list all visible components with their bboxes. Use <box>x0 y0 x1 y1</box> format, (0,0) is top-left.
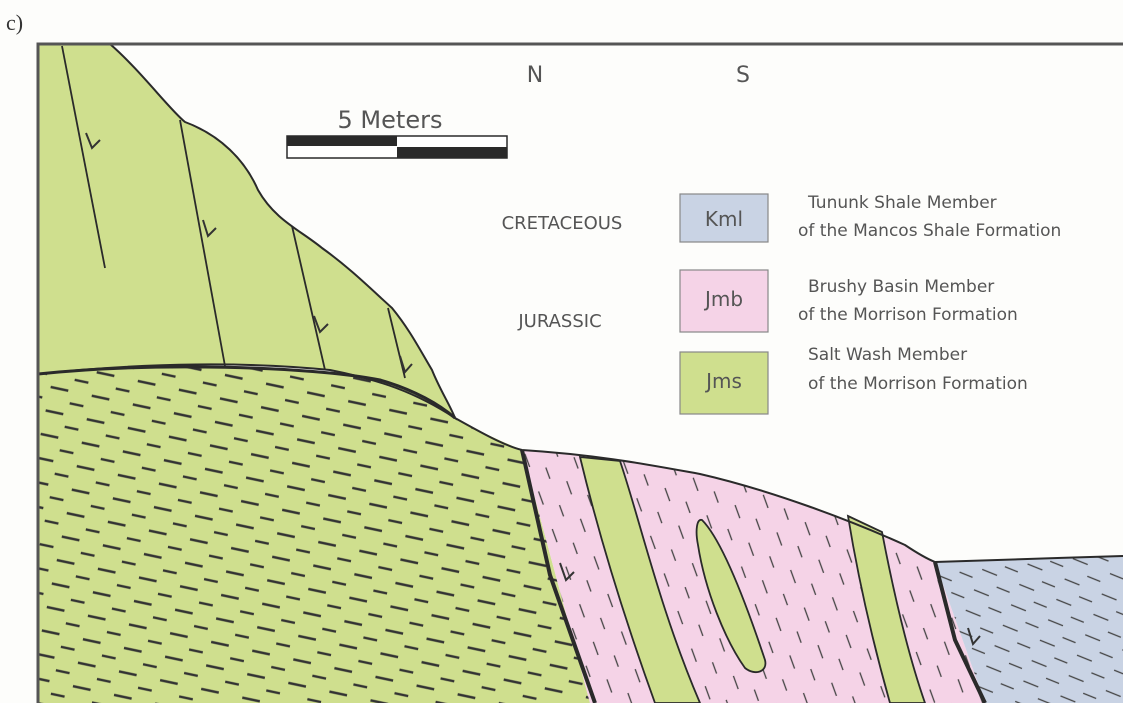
panel-label: c) <box>6 10 23 35</box>
north-label: N <box>527 63 543 88</box>
cretaceous-label: CRETACEOUS <box>502 213 623 234</box>
scale-bar-black-1 <box>287 136 397 146</box>
legend-text-jmb-1: Brushy Basin Member <box>808 277 994 297</box>
legend-code-jms: Jms <box>704 369 742 393</box>
legend-text-jms-1: Salt Wash Member <box>808 345 967 365</box>
legend-code-kml: Kml <box>705 207 743 231</box>
legend-text-jmb-2: of the Morrison Formation <box>798 305 1018 325</box>
legend-text-jms-2: of the Morrison Formation <box>808 374 1028 394</box>
jms-lower-texture <box>38 367 590 703</box>
jurassic-label: JURASSIC <box>517 311 601 332</box>
scale-bar-label: 5 Meters <box>338 106 443 134</box>
south-label: S <box>736 63 750 88</box>
scale-bar-black-2 <box>397 147 507 158</box>
legend-text-kml-1: Tununk Shale Member <box>807 193 997 213</box>
legend-text-kml-2: of the Mancos Shale Formation <box>798 221 1061 241</box>
jms-upper-cliff <box>38 44 455 418</box>
legend: Kml Tununk Shale Member of the Mancos Sh… <box>680 193 1061 414</box>
legend-code-jmb: Jmb <box>703 287 743 311</box>
scale-bar: 5 Meters <box>287 106 507 158</box>
